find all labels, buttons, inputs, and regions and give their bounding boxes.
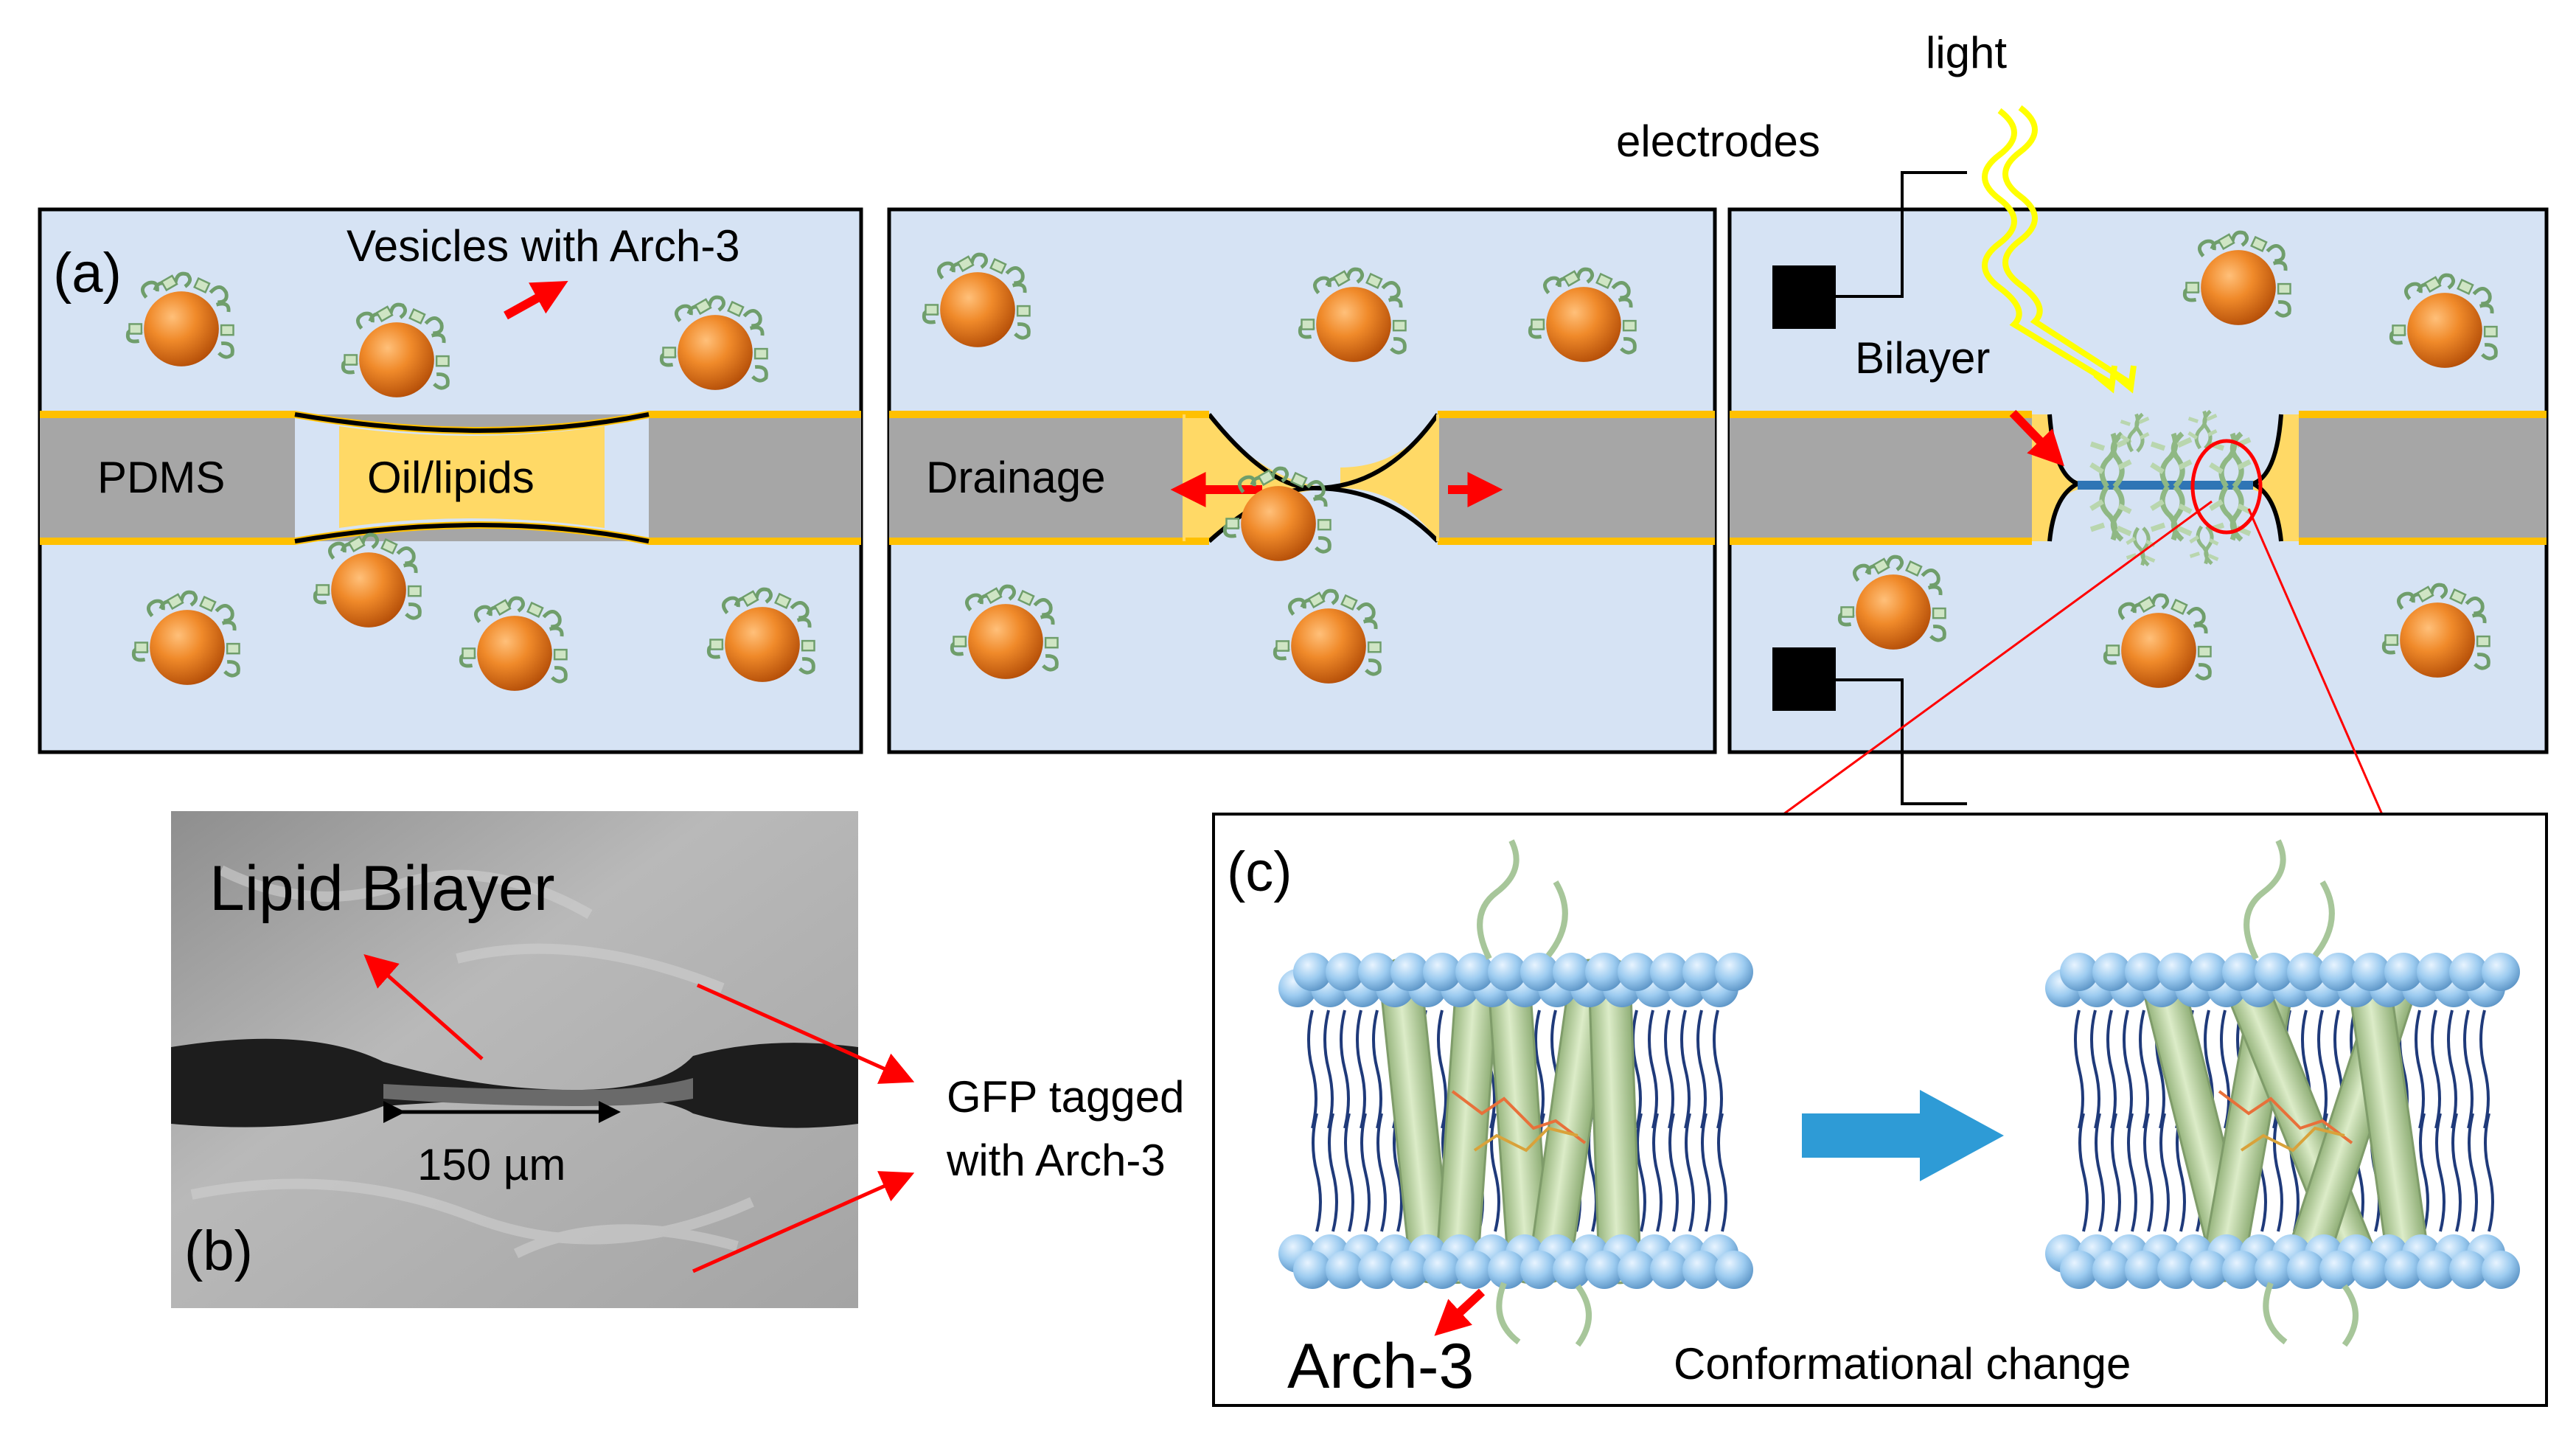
micrograph-pdms-shadow <box>171 1038 858 1128</box>
gfp-label-line2: with Arch-3 <box>946 1136 1166 1185</box>
gfp-pointer-bottom <box>692 1171 915 1273</box>
conformational-change-label: Conformational change <box>1674 1339 2131 1388</box>
panel-c-label: (c) <box>1227 841 1292 903</box>
transition-arrow <box>1802 1090 2004 1181</box>
bilayer-arrow <box>2009 409 2065 467</box>
pdms-label: PDMS <box>97 453 225 502</box>
micrograph <box>171 811 915 1308</box>
chamber-1-oil <box>339 426 605 528</box>
vesicles-label: Vesicles with Arch-3 <box>347 221 740 271</box>
light-waves <box>1982 105 2137 394</box>
light-label: light <box>1926 28 2007 77</box>
vesicle-pointer-arrow <box>504 281 568 320</box>
chamber-3 <box>1727 171 2549 805</box>
arch3-pointer <box>1434 1288 1486 1336</box>
bilayer-pointer <box>363 954 484 1060</box>
zoom-circle <box>2190 439 2263 535</box>
electrode-top-wire <box>1836 171 1967 298</box>
electrode-bottom-wire <box>1836 678 1967 805</box>
bilayer-label: Bilayer <box>1855 333 1990 383</box>
scale-label: 150 µm <box>417 1140 565 1189</box>
oil-lipids-label: Oil/lipids <box>367 453 535 502</box>
electrode-top <box>1772 265 1836 329</box>
lipid-bilayer-title: Lipid Bilayer <box>209 853 554 924</box>
drainage-label: Drainage <box>926 453 1106 502</box>
electrode-bottom <box>1772 647 1836 711</box>
gfp-pointer-top <box>696 983 915 1084</box>
arch3-label: Arch-3 <box>1287 1331 1474 1402</box>
membrane-after <box>2045 839 2520 1347</box>
electrodes-label: electrodes <box>1616 117 1820 166</box>
membrane-before <box>1278 839 1753 1347</box>
panel-b-label: (b) <box>184 1220 253 1282</box>
gfp-label-line1: GFP tagged <box>947 1072 1184 1122</box>
panel-a-label: (a) <box>53 242 122 305</box>
